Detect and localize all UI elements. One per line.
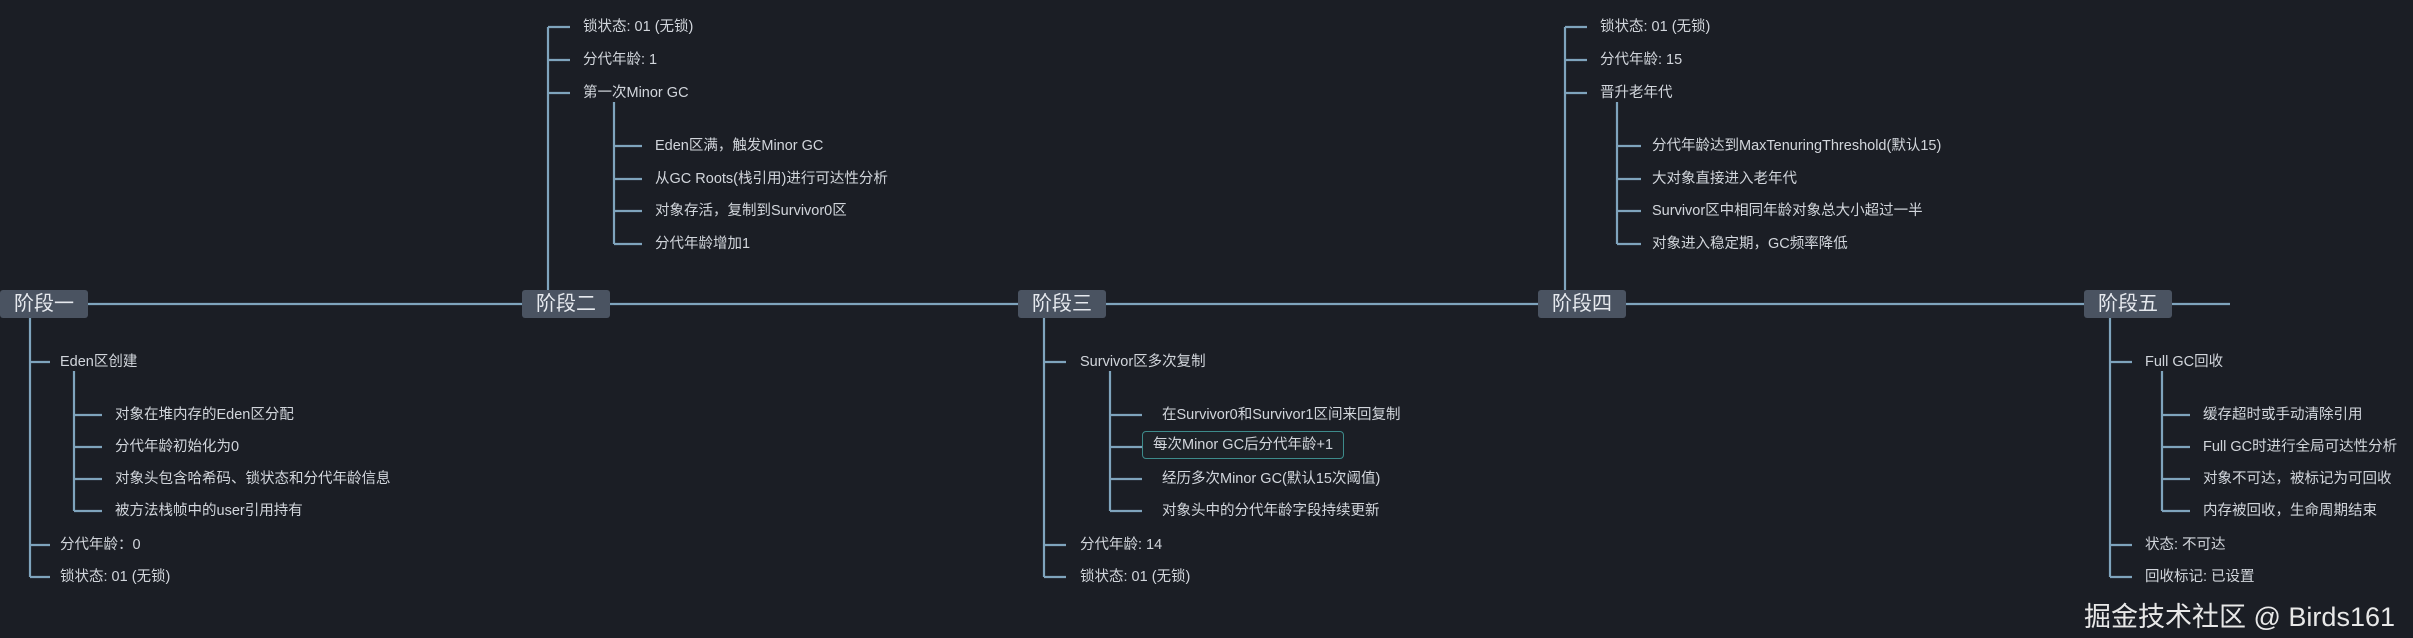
stage-2[interactable]: 阶段二 <box>522 290 610 318</box>
stage4-promote-item[interactable]: 大对象直接进入老年代 <box>1652 171 1797 187</box>
stage1-eden-node[interactable]: Eden区创建 <box>60 354 138 370</box>
stage5-fullgc-item[interactable]: 缓存超时或手动清除引用 <box>2203 407 2363 423</box>
stage3-copy-node[interactable]: Survivor区多次复制 <box>1080 354 1206 370</box>
stage5-fullgc-node[interactable]: Full GC回收 <box>2145 354 2224 370</box>
stage2-gc-item[interactable]: 对象存活，复制到Survivor0区 <box>655 203 847 219</box>
stage4-promote-node[interactable]: 晋升老年代 <box>1600 85 1673 101</box>
stage3-copy-item[interactable]: 经历多次Minor GC(默认15次阈值) <box>1162 471 1381 487</box>
watermark: 掘金技术社区 @ Birds161 <box>2084 602 2395 632</box>
stage3-copy-item[interactable]: 在Survivor0和Survivor1区间来回复制 <box>1162 407 1401 423</box>
stage3-copy-item-selected[interactable]: 每次Minor GC后分代年龄+1 <box>1142 431 1345 459</box>
stage1-eden-item[interactable]: 对象头包含哈希码、锁状态和分代年龄信息 <box>115 471 391 487</box>
stage5-state-node[interactable]: 状态: 不可达 <box>2145 537 2226 553</box>
stage4-promote-item[interactable]: 分代年龄达到MaxTenuringThreshold(默认15) <box>1652 138 1942 154</box>
stage5-mark-node[interactable]: 回收标记: 已设置 <box>2145 569 2255 585</box>
stage-3[interactable]: 阶段三 <box>1018 290 1106 318</box>
stage2-gc-node[interactable]: 第一次Minor GC <box>583 85 689 101</box>
stage5-fullgc-item[interactable]: 内存被回收，生命周期结束 <box>2203 503 2377 519</box>
stage-4[interactable]: 阶段四 <box>1538 290 1626 318</box>
stage5-fullgc-item[interactable]: Full GC时进行全局可达性分析 <box>2203 439 2398 455</box>
stage1-eden-item[interactable]: 被方法栈帧中的user引用持有 <box>115 503 303 519</box>
stage3-lock-node[interactable]: 锁状态: 01 (无锁) <box>1080 569 1191 585</box>
stage1-lock-node[interactable]: 锁状态: 01 (无锁) <box>60 569 171 585</box>
stage4-promote-item[interactable]: 对象进入稳定期，GC频率降低 <box>1652 236 1848 252</box>
stage2-gc-item[interactable]: 从GC Roots(栈引用)进行可达性分析 <box>655 171 888 187</box>
stage2-lock-node[interactable]: 锁状态: 01 (无锁) <box>583 19 694 35</box>
stage2-age-node[interactable]: 分代年龄: 1 <box>583 52 658 68</box>
stage1-age-node[interactable]: 分代年龄：0 <box>60 537 141 553</box>
stage2-gc-item[interactable]: 分代年龄增加1 <box>655 236 751 252</box>
stage4-promote-item[interactable]: Survivor区中相同年龄对象总大小超过一半 <box>1652 203 1923 219</box>
stage1-eden-item[interactable]: 分代年龄初始化为0 <box>115 439 240 455</box>
stage1-eden-item[interactable]: 对象在堆内存的Eden区分配 <box>115 407 294 423</box>
stage-5[interactable]: 阶段五 <box>2084 290 2172 318</box>
stage4-lock-node[interactable]: 锁状态: 01 (无锁) <box>1600 19 1711 35</box>
stage3-age-node[interactable]: 分代年龄: 14 <box>1080 537 1163 553</box>
stage-1[interactable]: 阶段一 <box>0 290 88 318</box>
stage4-age-node[interactable]: 分代年龄: 15 <box>1600 52 1683 68</box>
stage3-copy-item[interactable]: 对象头中的分代年龄字段持续更新 <box>1162 503 1380 519</box>
stage2-gc-item[interactable]: Eden区满，触发Minor GC <box>655 138 824 154</box>
stage5-fullgc-item[interactable]: 对象不可达，被标记为可回收 <box>2203 471 2392 487</box>
